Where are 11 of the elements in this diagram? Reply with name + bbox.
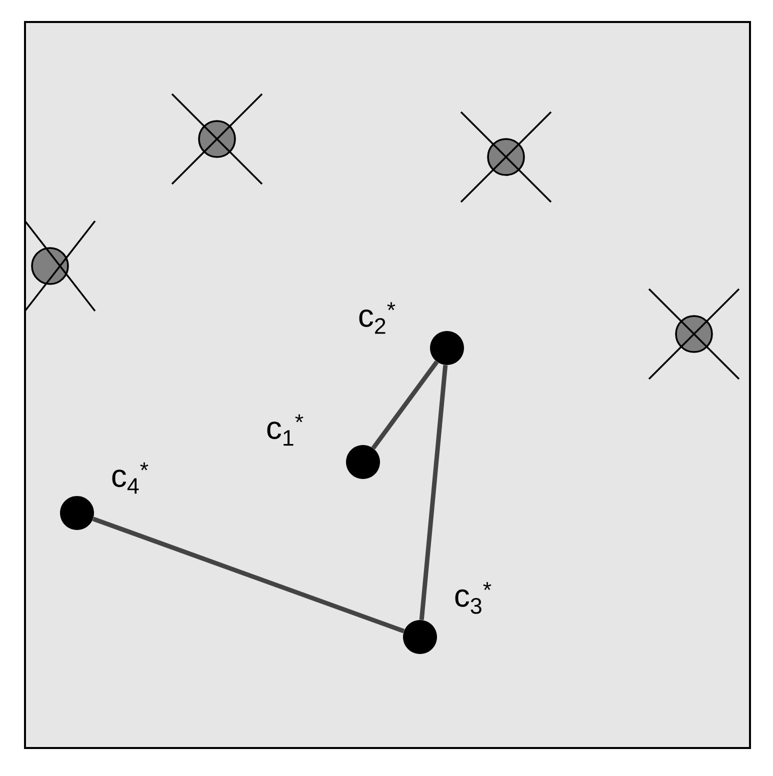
point-label: c$_{3}$* (455, 582, 492, 614)
connector-line (92, 516, 405, 634)
point-dot (60, 496, 94, 530)
connector-line (419, 364, 448, 620)
point-dot (403, 620, 437, 654)
point-dot (346, 445, 380, 479)
point-label: c$_{1}$* (267, 414, 304, 446)
connector-line (371, 360, 439, 450)
point-label: c$_{4}$* (112, 462, 148, 494)
point-dot (430, 331, 464, 365)
point-label: c$_{2}$* (359, 302, 396, 334)
